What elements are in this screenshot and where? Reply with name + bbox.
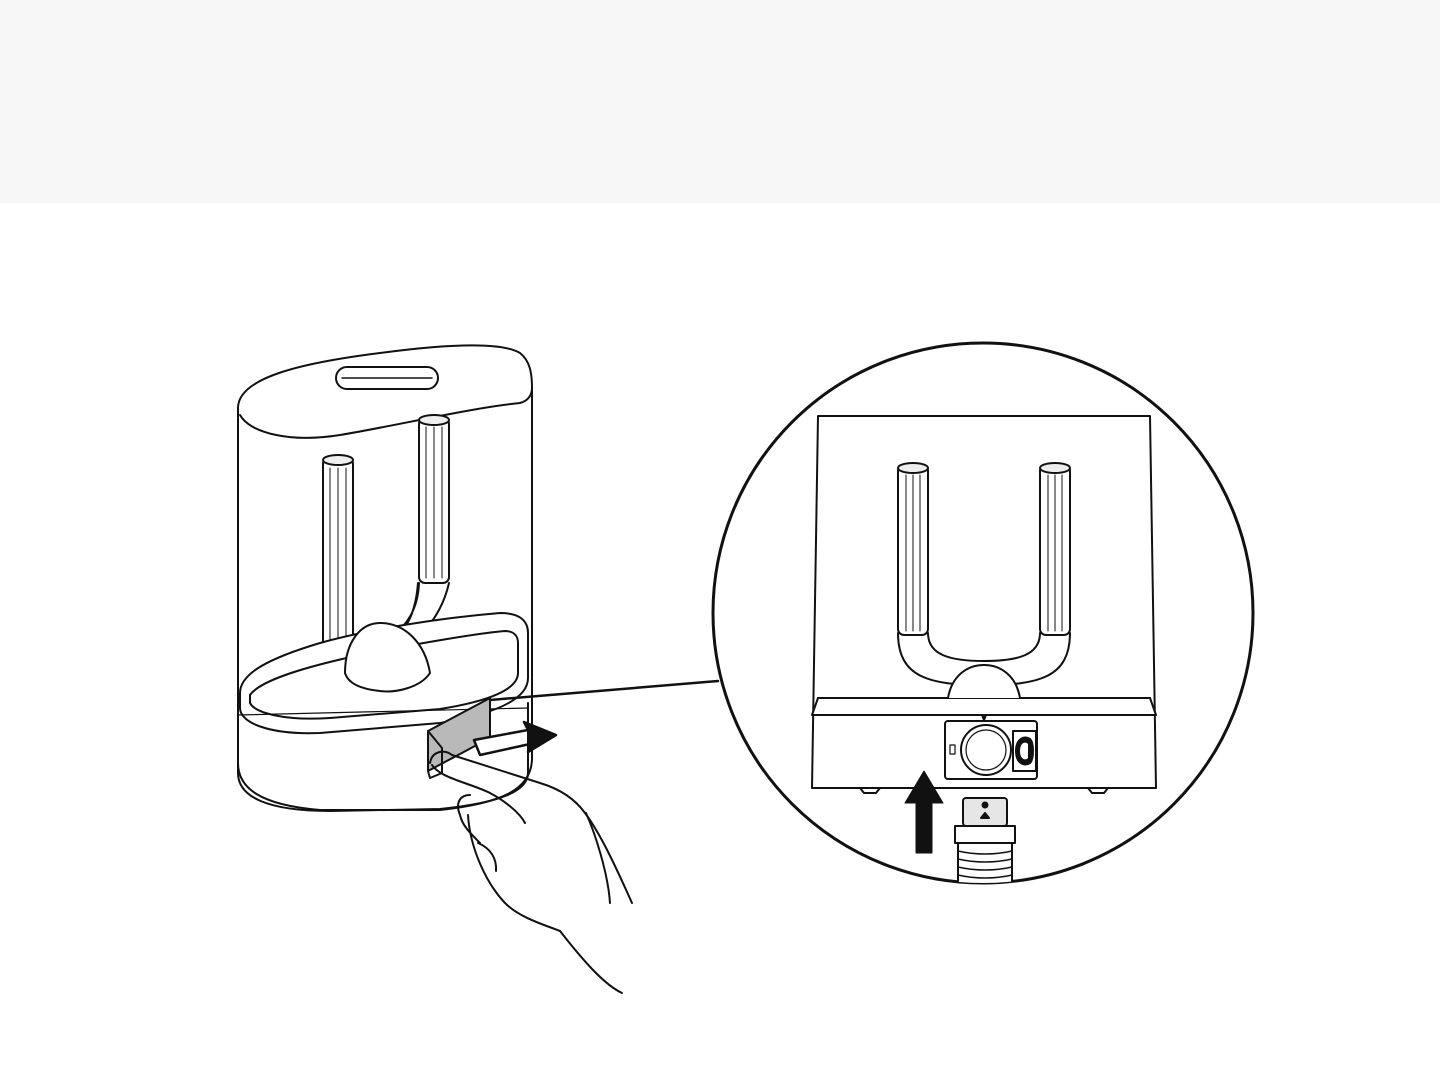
humidifier-top-edge [239, 387, 533, 439]
inset-connector-line [488, 679, 720, 702]
instruction-illustration [0, 203, 1440, 1066]
hose-connector [954, 797, 1016, 883]
hand [429, 750, 633, 994]
humidifier-base [237, 702, 529, 812]
arrow-up-icon [904, 770, 944, 854]
inset-tray-ledge [811, 697, 1157, 716]
water-inlet-port [944, 714, 1038, 780]
arrow-right-icon [472, 720, 558, 757]
magnified-inset [711, 341, 1255, 885]
center-boss [344, 622, 431, 693]
illustration-svg [237, 341, 1255, 994]
filter-grid-left [329, 467, 347, 654]
humidifier [237, 344, 720, 994]
filter-grid-right [425, 426, 443, 579]
inset-center-dome [947, 664, 1021, 699]
top-band [0, 0, 1440, 203]
